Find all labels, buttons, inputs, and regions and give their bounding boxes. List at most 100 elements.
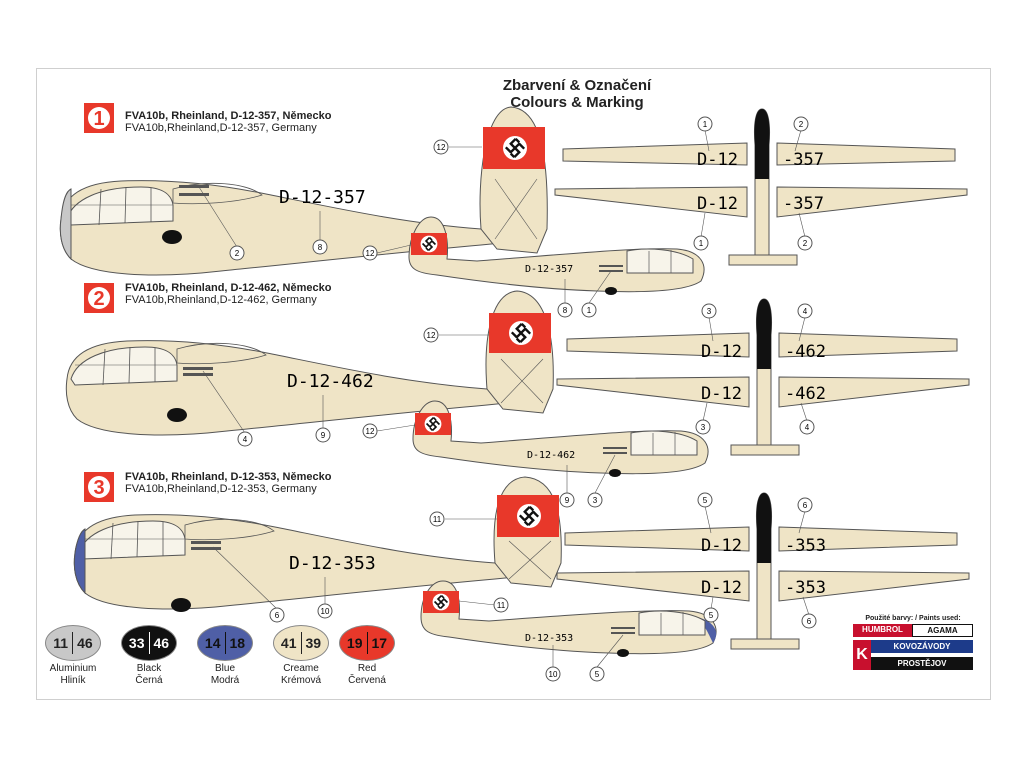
- v2-side-registration: D-12-462: [287, 371, 374, 392]
- svg-text:8: 8: [563, 306, 568, 315]
- paint-name-cz: Červená: [348, 675, 386, 686]
- paint-code-right: 46: [77, 635, 93, 651]
- v2-small-callouts: 12 9 3: [362, 423, 616, 508]
- variant-1-badge: 1: [84, 103, 114, 133]
- variant-2-label-cz: FVA10b, Rheinland, D-12-462, Německo: [125, 282, 332, 294]
- v2-wing-top-left: D-12: [701, 342, 742, 362]
- v1-small-callouts: 12 8 1: [362, 244, 612, 318]
- paints-used-box: Použité barvy: / Paints used: HUMBROL AG…: [853, 615, 973, 670]
- maker-city: PROSTĚJOV: [871, 657, 973, 670]
- paint-code-right: 18: [229, 635, 246, 651]
- maker-name: KOVOZÁVODY: [871, 640, 973, 653]
- v3-wing-top-right: -353: [785, 536, 826, 556]
- svg-text:5: 5: [595, 670, 600, 679]
- svg-text:11: 11: [497, 601, 506, 610]
- paint-name-en: Black: [136, 663, 162, 674]
- variant-2-label: FVA10b, Rheinland, D-12-462, Německo FVA…: [125, 282, 331, 306]
- svg-text:10: 10: [549, 670, 558, 679]
- svg-text:1: 1: [699, 239, 704, 248]
- svg-text:2: 2: [799, 120, 804, 129]
- paint-name-cz: Černá: [135, 675, 163, 686]
- variant-2-badge: 2: [84, 283, 114, 313]
- svg-text:8: 8: [318, 243, 323, 252]
- v3-wing-bottom-right: -353: [785, 578, 826, 598]
- v3-side-view: D-12-353: [73, 476, 562, 612]
- v2-side-view: D-12-462: [65, 290, 554, 436]
- variant-3-label-cz: FVA10b, Rheinland, D-12-353, Německo: [125, 471, 332, 483]
- v2-wing-bottom-left: D-12: [701, 384, 742, 404]
- v3-wing-top-left: D-12: [701, 536, 742, 556]
- paint-code-right: 17: [371, 635, 388, 651]
- svg-text:11: 11: [433, 515, 442, 524]
- svg-text:5: 5: [709, 611, 714, 620]
- paint-code-left: 11: [53, 635, 69, 651]
- paint-code-divider: [300, 632, 302, 654]
- paint-swatch-oval: 11 46: [45, 625, 101, 661]
- svg-text:1: 1: [703, 120, 708, 129]
- variant-2-label-en: FVA10b,Rheinland,D-12-462, Germany: [125, 294, 317, 306]
- paint-name-cz: Modrá: [210, 675, 240, 686]
- paint-code-left: 14: [204, 635, 221, 651]
- paint-name-cz: Hliník: [60, 675, 86, 686]
- paint-code-divider: [148, 632, 150, 654]
- marking-sheet: Zbarvení & Označení Colours & Marking 1 …: [36, 68, 991, 700]
- v3-side-registration: D-12-353: [289, 553, 376, 574]
- v1-side-view: D-12-357: [59, 106, 548, 276]
- paint-code-left: 19: [346, 635, 363, 651]
- v1-wing-top-left: D-12: [697, 150, 738, 170]
- svg-text:6: 6: [803, 501, 808, 510]
- v1-side-registration: D-12-357: [279, 187, 366, 208]
- v3-wing-callouts: 5 6 5 6: [697, 492, 817, 629]
- svg-text:4: 4: [803, 307, 808, 316]
- v2-small-registration: D-12-462: [527, 450, 575, 461]
- v1-wing-bottom-right: -357: [783, 194, 824, 214]
- variant-1-label: FVA10b, Rheinland, D-12-357, Německo FVA…: [125, 110, 331, 134]
- paint-name-en: Aluminium: [49, 663, 97, 674]
- v1-wing-top-right: -357: [783, 150, 824, 170]
- svg-text:6: 6: [807, 617, 812, 626]
- paint-code-divider: [366, 632, 368, 654]
- variant-3-label: FVA10b, Rheinland, D-12-353, Německo FVA…: [125, 471, 331, 495]
- v2-small-view: D-12-462: [412, 400, 709, 477]
- sheet-title: Zbarvení & Označení Colours & Marking: [477, 77, 677, 111]
- svg-text:4: 4: [805, 423, 810, 432]
- v2-wing-top-right: -462: [785, 342, 826, 362]
- v1-small-view: D-12-357: [408, 216, 705, 295]
- kovozavody-logo: K: [853, 640, 871, 670]
- paint-swatch-oval: 33 46: [121, 625, 177, 661]
- variant-1-number: 1: [93, 108, 104, 130]
- v3-wing-bottom-left: D-12: [701, 578, 742, 598]
- svg-text:2: 2: [803, 239, 808, 248]
- paint-code-divider: [72, 632, 74, 654]
- v3-small-registration: D-12-353: [525, 633, 573, 644]
- variant-1-label-cz: FVA10b, Rheinland, D-12-357, Německo: [125, 110, 332, 122]
- paint-code-left: 33: [128, 635, 145, 651]
- variant-3-badge: 3: [84, 472, 114, 502]
- svg-text:3: 3: [593, 496, 598, 505]
- svg-text:3: 3: [707, 307, 712, 316]
- glider-drawings: D-12-357 12 2 8 D-12-357 12 8: [59, 106, 970, 682]
- svg-text:5: 5: [703, 496, 708, 505]
- agama-logo: AGAMA: [912, 624, 973, 637]
- v3-wing-view: D-12 -353 D-12 -353: [556, 492, 970, 650]
- v1-wing-bottom-left: D-12: [697, 194, 738, 214]
- paint-name-cz: Krémová: [280, 675, 321, 686]
- paint-name-en: Blue: [214, 663, 235, 674]
- variant-3-number: 3: [93, 477, 104, 499]
- humbrol-logo: HUMBROL: [853, 624, 912, 637]
- svg-text:9: 9: [565, 496, 570, 505]
- paint-code-right: 46: [153, 635, 170, 651]
- v1-side-callouts: 12 2 8: [198, 139, 482, 261]
- title-czech: Zbarvení & Označení: [502, 77, 652, 94]
- paint-name-en: Creame: [283, 663, 319, 674]
- paint-code-divider: [224, 632, 226, 654]
- v1-wing-callouts: 1 2 1 2: [693, 116, 813, 251]
- svg-text:9: 9: [321, 431, 326, 440]
- svg-text:3: 3: [701, 423, 706, 432]
